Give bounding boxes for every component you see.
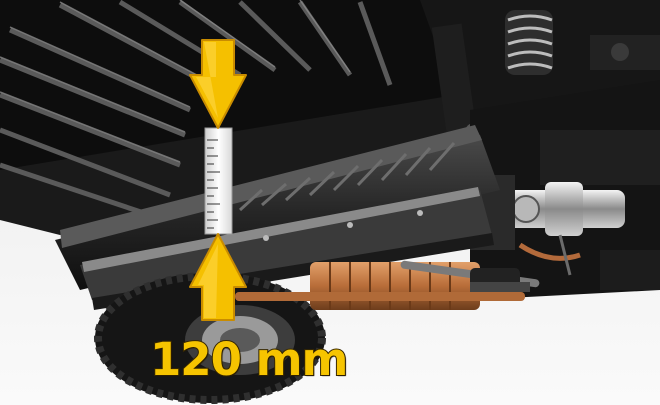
bottom-arrow xyxy=(189,233,247,321)
ruler xyxy=(204,127,233,235)
measurement-label: 120 mm xyxy=(149,332,349,387)
drive-pipes xyxy=(235,260,540,310)
right-mechanics xyxy=(470,80,660,300)
main-beam xyxy=(55,125,500,310)
top-arrow xyxy=(189,39,247,129)
wheel xyxy=(94,272,326,404)
